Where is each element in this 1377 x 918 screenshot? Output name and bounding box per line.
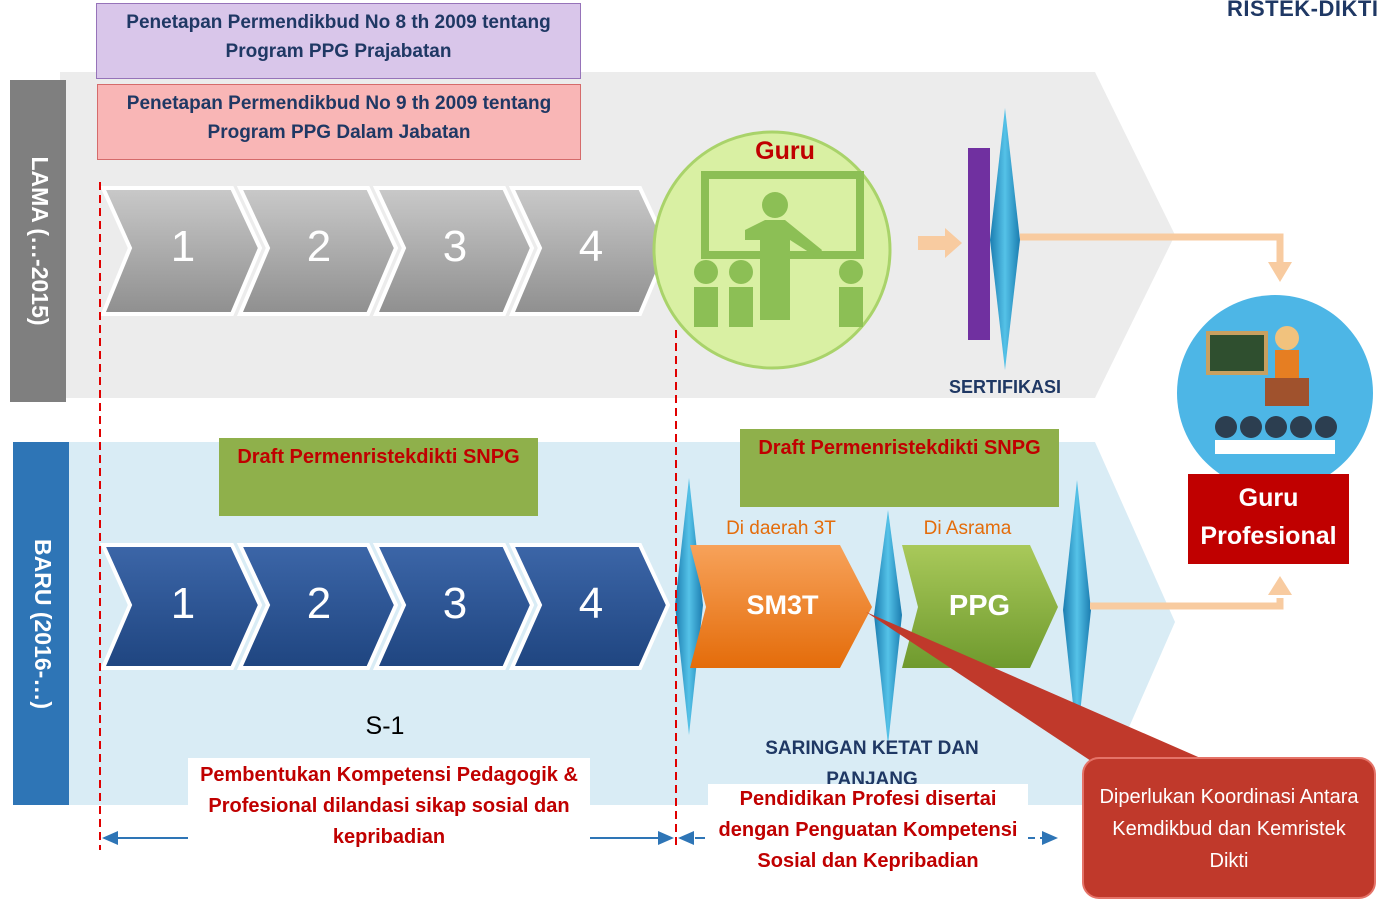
baru-diamond-3 [1063,480,1091,742]
lama-label-box [10,80,66,402]
sm3t-chevron [690,545,872,668]
baru-chevron-3 [372,543,535,670]
lama-arrow-to-sertifikasi [918,228,962,258]
guru-profesional-label: Guru Profesional [1200,484,1337,550]
s1-label: S-1 [365,712,405,740]
lama-step-2: 2 [306,222,332,271]
brand-logo-text: RISTEK-DIKTI [1227,0,1377,21]
regulation-ppg-prajabatan: Penetapan Permendikbud No 8 th 2009 tent… [96,3,581,79]
baru-label-box [13,442,69,805]
classroom-icon [1206,326,1337,454]
ppg-label: PPG [948,590,1011,622]
lama-chevron-1 [99,186,263,316]
teacher-class-icon [694,171,864,327]
baru-chevron-2 [236,543,399,670]
callout-box [1082,757,1376,899]
pembentukan-kompetensi-note: Pembentukan Kompetensi Pedagogik & Profe… [188,758,590,901]
baru-diamond-2 [874,510,902,745]
baru-step-1: 1 [170,579,196,628]
baru-chevron-1 [99,543,263,670]
ppg-chevron [902,545,1058,668]
baru-step-3: 3 [442,579,468,628]
guru-label: Guru [755,137,815,165]
regulation-ppg-dalam-jabatan: Penetapan Permendikbud No 9 th 2009 tent… [97,84,581,160]
baru-step-4: 4 [578,579,604,628]
lama-chevron-4 [508,186,671,316]
sm3t-caption: Di daerah 3T [726,518,836,539]
sertifikasi-bar [968,148,990,340]
lama-chevron-2 [236,186,399,316]
lama-label: LAMA (…-2015) [27,156,53,326]
baru-chevrons [99,543,671,670]
lama-step-1: 1 [170,222,196,271]
baru-step-2: 2 [306,579,332,628]
lama-arrow-to-outcome [1020,233,1284,268]
sm3t-label: SM3T [746,590,819,620]
sertifikasi-label: SERTIFIKASI [948,377,1061,397]
koordinasi-callout-text: Diperlukan Koordinasi Antara Kemdikbud d… [1099,786,1359,872]
draft-snpg-right: Draft Permenristekdikti SNPG [740,429,1059,507]
lama-step-3: 3 [442,222,468,271]
ppg-caption: Di Asrama [923,518,1012,539]
guru-profesional-box [1188,474,1349,564]
baru-label: BARU (2016-…) [30,539,56,709]
lama-chevron-3 [372,186,535,316]
lama-step-4: 4 [578,222,604,271]
pendidikan-profesi-note: Pendidikan Profesi disertai dengan Pengu… [708,784,1028,918]
lama-chevrons [99,186,671,316]
draft-snpg-left: Draft Permenristekdikti SNPG [219,438,538,516]
baru-chevron-4 [508,543,671,670]
callout-pointer [866,612,1205,800]
baru-diamond-1 [675,478,703,735]
sertifikasi-diamond [990,108,1020,370]
